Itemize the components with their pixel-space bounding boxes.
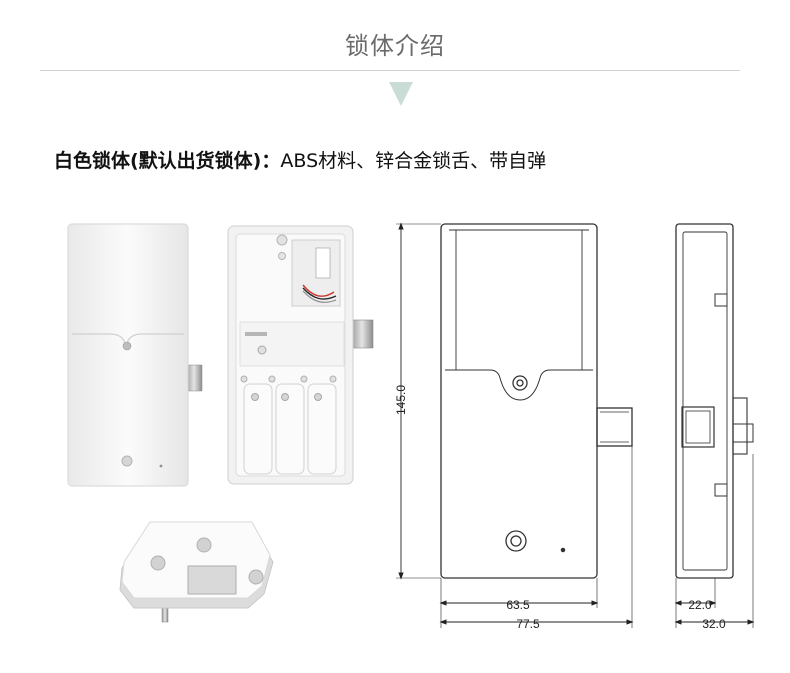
section-title: 锁体介绍 (345, 32, 445, 60)
strike-hole-top-icon (196, 537, 212, 553)
side-view-drawing (675, 223, 754, 579)
front-lock-body (67, 223, 189, 487)
lock-interior-photo (227, 225, 374, 485)
down-arrow-icon (389, 82, 413, 106)
strike-plate-photo (119, 521, 274, 623)
outer-depth-dimension-label: 32.0 (702, 617, 726, 631)
inner-depth-dimension-label: 22.0 (688, 598, 712, 612)
front-view-drawing (440, 223, 633, 579)
dimension-lines (396, 222, 755, 628)
outer-width-dimension-label: 77.5 (516, 617, 540, 631)
interior-latch-tongue (350, 319, 374, 349)
lock-description: 白色锁体(默认出货锁体)：ABS材料、锌合金锁舌、带自弹 (54, 146, 546, 173)
front-led-icon (159, 464, 163, 468)
strike-hole-right-icon (248, 569, 264, 585)
battery-slot-3 (307, 383, 337, 475)
front-key-hole-icon (121, 455, 133, 467)
mechanism-slot (245, 332, 267, 336)
strike-hole-left-icon (150, 555, 166, 571)
wire-connector (315, 247, 331, 279)
battery-slot-1 (243, 383, 273, 475)
front-screw-icon (122, 341, 132, 351)
inner-width-dimension-label: 63.5 (506, 598, 530, 612)
mechanism-pin-icon (257, 345, 267, 355)
lock-front-photo (67, 223, 203, 487)
interior-screw-icon (276, 234, 288, 246)
height-dimension-label: 145.0 (394, 385, 408, 415)
title-divider (40, 70, 740, 71)
battery-slot-2 (275, 383, 305, 475)
strike-opening (187, 565, 237, 595)
description-bold: 白色锁体(默认出货锁体)： (54, 150, 281, 172)
description-normal: ABS材料、锌合金锁舌、带自弹 (280, 150, 547, 172)
